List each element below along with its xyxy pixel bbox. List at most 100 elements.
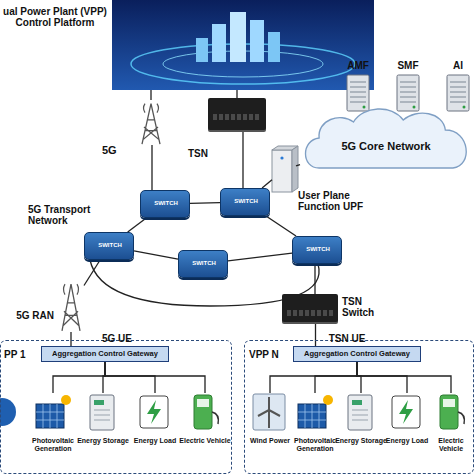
gateway-box: 5G UEAggregation Control Gateway <box>41 346 169 362</box>
connector-line <box>190 202 220 204</box>
cloud-outline <box>305 109 466 168</box>
server-icon <box>347 75 369 111</box>
node-label: 5G UE <box>92 333 142 344</box>
network-switch: SWITCH <box>292 236 342 264</box>
node-label: Photovoltaic Generation <box>287 437 343 453</box>
wind-turbine-icon <box>253 394 285 430</box>
connector-line <box>296 165 300 166</box>
node-label: 5G <box>102 144 132 156</box>
connector-line <box>236 90 237 98</box>
server-node: SMF <box>396 74 420 112</box>
device-node: Wind Power <box>249 393 291 459</box>
node-label: SWITCH <box>85 242 135 249</box>
storage-icon <box>348 395 372 430</box>
node-label: AI <box>444 60 472 71</box>
tsn-switch: TSN <box>208 98 266 130</box>
node-label: Photovoltaic Generation <box>25 437 81 453</box>
upf-node: User Plane Function UPF <box>272 148 296 192</box>
connector-line <box>70 332 71 346</box>
server-icon <box>447 75 469 111</box>
node-label: Electric Vehicle <box>429 437 473 453</box>
storage-icon <box>90 395 114 430</box>
node-label: TSN UE <box>322 333 372 344</box>
node-label: SWITCH <box>293 246 343 253</box>
building <box>250 20 264 62</box>
device-node: Energy Storage <box>81 393 125 459</box>
node-label: PP 1 <box>4 349 34 360</box>
connector-line <box>150 90 151 100</box>
building <box>212 24 226 62</box>
node-label: Wind Power <box>246 437 294 445</box>
connector-line <box>151 145 152 190</box>
gateway-box: TSN UEAggregation Control Gateway <box>293 346 421 362</box>
vpp-group: PP 1 5G UEAggregation Control GatewayPhot… <box>0 340 232 474</box>
device-node: Photovoltaic Generation <box>293 393 337 459</box>
device-node: Electric Vehicle <box>183 393 227 459</box>
device-node: Photovoltaic Generation <box>31 393 75 459</box>
node-label: VPP N <box>249 349 289 360</box>
antenna-tower <box>62 284 80 331</box>
network-switch: SWITCH <box>178 250 228 278</box>
device-icon <box>0 398 16 426</box>
node-label: Energy Storage <box>335 437 387 445</box>
antenna-node: 5G RAN <box>58 280 84 332</box>
connector-line <box>105 362 205 393</box>
photovoltaic-icon <box>298 395 333 428</box>
node-label: User Plane Function UPF <box>298 190 394 212</box>
server-node: AI <box>446 74 470 112</box>
device-node: Energy Load <box>385 393 429 459</box>
connector-line <box>128 218 147 232</box>
device-node: Electric Vehicle <box>429 393 473 459</box>
connector-line <box>242 130 243 188</box>
connector-line <box>262 180 272 188</box>
node-label: Electric Vehicle <box>179 437 231 445</box>
cloud-outline <box>300 100 474 170</box>
connector-line <box>105 362 155 393</box>
connector-line <box>357 362 407 393</box>
load-icon <box>392 396 420 428</box>
node-label: ual Power Plant (VPP) Control Platform <box>0 6 110 28</box>
node-label: 5G RAN <box>6 310 54 321</box>
node-label: TSN Switch <box>342 296 386 318</box>
upf-tower <box>272 150 292 192</box>
free-label: 5G Transport Network <box>28 204 102 226</box>
upf-tower <box>292 146 298 192</box>
antenna-tower <box>142 104 160 145</box>
node-label: Energy Load <box>129 437 181 445</box>
network-switch: SWITCH <box>140 190 190 218</box>
server-icon <box>397 75 419 111</box>
connector-line <box>270 362 357 393</box>
connector-line <box>357 362 451 393</box>
connector-line <box>314 264 315 294</box>
node-label: AMF <box>340 60 376 71</box>
photovoltaic-icon <box>36 395 71 428</box>
connector-line <box>228 253 292 261</box>
antenna-node: 5G <box>138 100 164 145</box>
connector-line <box>266 216 296 236</box>
node-label: Energy Storage <box>77 437 129 445</box>
connector-line <box>134 251 178 259</box>
tsn-switch: TSN Switch <box>282 294 338 322</box>
network-switch: SWITCH <box>84 232 134 260</box>
platform-node: ual Power Plant (VPP) Control Platform <box>112 0 374 90</box>
node-label: TSN <box>188 148 218 159</box>
node-label: SWITCH <box>221 198 271 205</box>
node-label: SWITCH <box>141 200 191 207</box>
core-cloud: 5G Core Network <box>300 100 474 170</box>
node-label: 5G Core Network <box>316 140 456 152</box>
building <box>268 32 280 62</box>
platform-image <box>112 0 374 90</box>
connector-line <box>53 362 105 393</box>
ev-charger-icon <box>194 395 218 429</box>
node-label: SMF <box>390 60 426 71</box>
building <box>230 12 246 62</box>
node-label: Energy Load <box>383 437 431 445</box>
network-switch: SWITCH <box>220 188 270 216</box>
connector-line <box>315 322 316 346</box>
node-label: Aggregation Control Gateway <box>42 350 168 358</box>
upf-light <box>280 156 283 159</box>
ev-charger-icon <box>440 395 464 429</box>
